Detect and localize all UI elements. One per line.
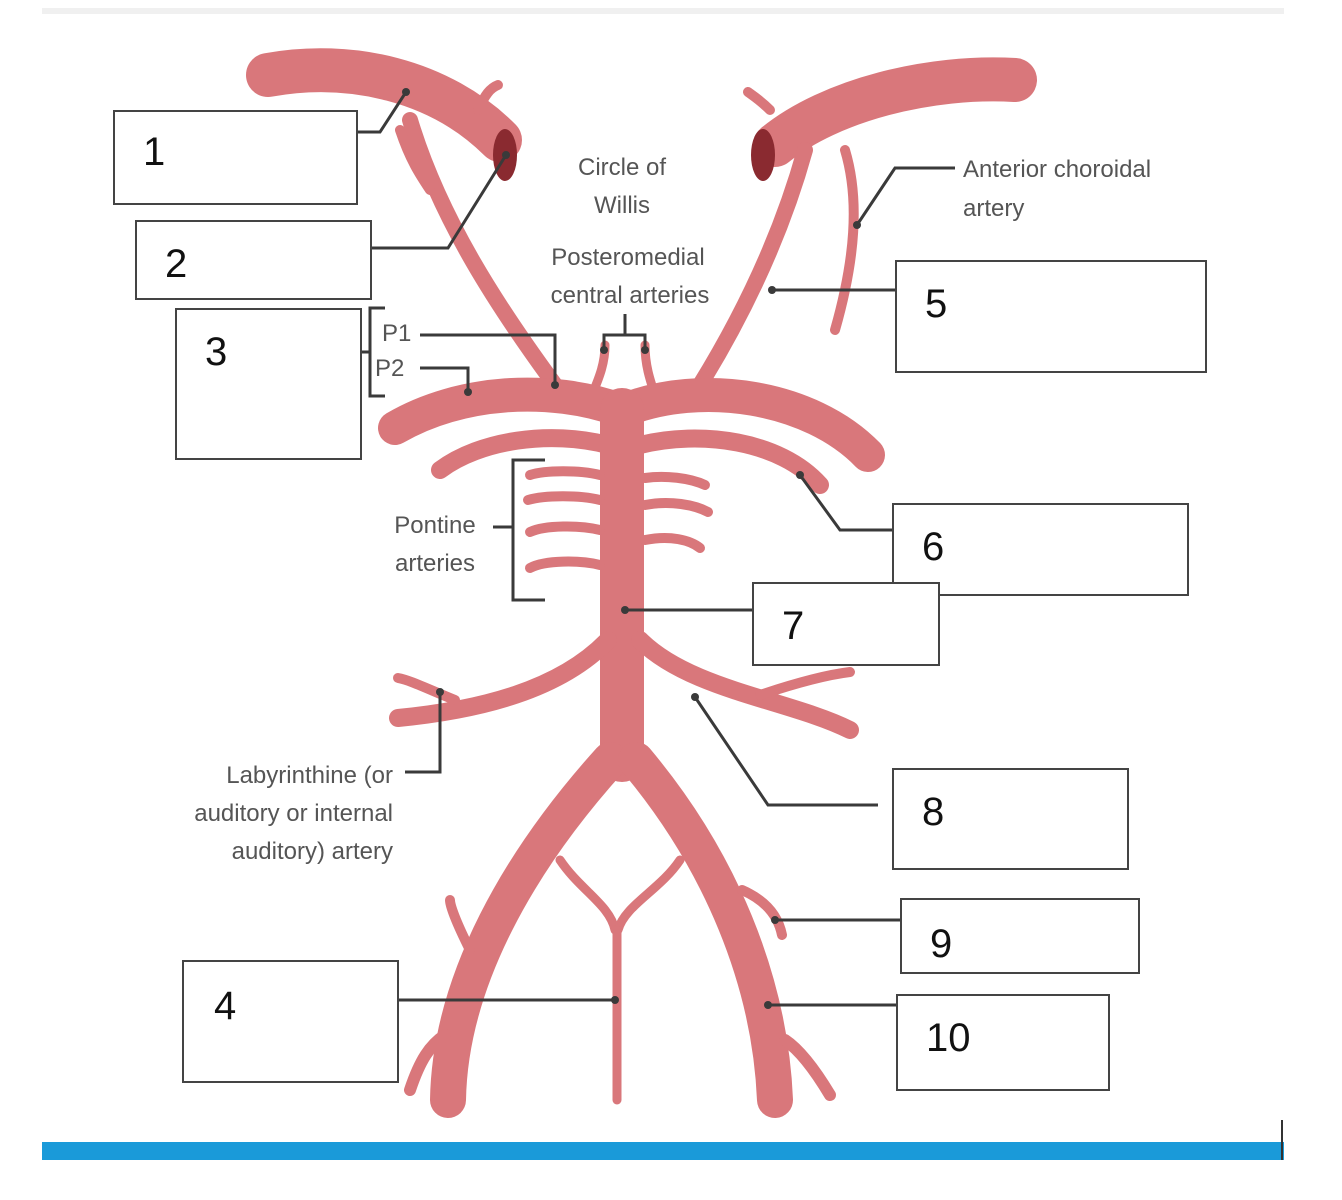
leader-p2-dot	[464, 388, 472, 396]
bottom-accent-bar	[42, 1142, 1284, 1160]
box-number: 5	[925, 282, 948, 326]
leader-8-dot	[691, 693, 699, 701]
right-internal-carotid	[753, 57, 1037, 167]
left-labyrinthine-branch	[393, 673, 460, 705]
leader-6-dot	[796, 471, 804, 479]
answer-box-6[interactable]: 6	[892, 503, 1189, 596]
right-posterior-cerebral	[608, 378, 885, 472]
leader-p1-dot	[551, 381, 559, 389]
leader-1-dot	[402, 88, 410, 96]
leader-6	[798, 474, 892, 532]
label-anterior-choroidal-1: Anterior choroidal	[963, 156, 1151, 183]
label-circle-of-willis-2: Willis	[594, 192, 650, 219]
leader-labyrinthine-dot	[436, 688, 444, 696]
anterior-choroidal-artery	[830, 145, 859, 335]
answer-box-4[interactable]: 4	[182, 960, 399, 1083]
label-labyrinthine-1: Labyrinthine (or	[226, 762, 393, 789]
leader-10-dot	[764, 1001, 772, 1009]
pontine-left-1	[525, 466, 605, 480]
top-divider	[42, 8, 1284, 14]
label-anterior-choroidal-2: artery	[963, 195, 1024, 222]
pontine-right-3	[640, 533, 705, 553]
leader-8	[693, 696, 878, 807]
label-posteromedial-1: Posteromedial	[551, 244, 704, 271]
leader-9-dot	[771, 916, 779, 924]
leader-posteromedial	[602, 333, 647, 350]
pontine-right-2	[640, 498, 713, 517]
right-carotid-twig	[743, 87, 775, 115]
label-pontine-2: arteries	[395, 550, 475, 577]
leader-anterior-choroidal	[855, 166, 955, 226]
leader-labyrinthine	[405, 692, 442, 774]
anterior-spinal-right	[613, 855, 685, 935]
label-labyrinthine-2: auditory or internal	[194, 800, 393, 827]
right-posterior-inferior-cerebellar	[737, 885, 787, 940]
left-posterior-cerebral	[378, 377, 637, 445]
box-number: 2	[165, 242, 188, 286]
box-number: 10	[926, 1016, 971, 1060]
left-internal-carotid	[246, 48, 522, 162]
leader-pontine-bracket	[511, 458, 545, 602]
answer-box-9[interactable]: 9	[900, 898, 1140, 974]
leader-7-dot	[621, 606, 629, 614]
box-number: 9	[930, 922, 953, 966]
right-posterior-communicating	[692, 142, 813, 393]
text-labels: Circle of Willis Posteromedial central a…	[194, 154, 1151, 865]
pontine-left-3	[525, 521, 605, 537]
answer-box-7[interactable]: 7	[752, 582, 940, 666]
box-number: 7	[782, 604, 805, 648]
pontine-left-2	[523, 491, 605, 505]
label-p2: P2	[375, 355, 404, 382]
leader-lines	[358, 88, 955, 1009]
box-number: 3	[205, 330, 228, 374]
box-number: 1	[143, 130, 166, 174]
leader-2	[372, 154, 508, 250]
right-vertebral-artery	[618, 742, 793, 1118]
box-number: 6	[922, 525, 945, 569]
left-posterior-spinal	[445, 895, 475, 955]
leader-1	[358, 91, 408, 134]
answer-box-10[interactable]: 10	[896, 994, 1110, 1091]
left-small-branch	[395, 125, 435, 195]
box-number: 8	[922, 790, 945, 834]
right-superior-cerebellar	[631, 429, 829, 494]
leader-5-dot	[768, 286, 776, 294]
label-p1: P1	[382, 320, 411, 347]
right-aica-branch	[755, 667, 855, 700]
left-lower-branch	[404, 1029, 451, 1096]
leader-p1	[420, 333, 557, 385]
leader-posteromedial-dot-l	[600, 346, 608, 354]
box-number: 4	[214, 984, 237, 1028]
answer-box-2[interactable]: 2	[135, 220, 372, 300]
answer-box-5[interactable]: 5	[895, 260, 1207, 373]
anterior-spinal-left	[555, 855, 620, 935]
label-posteromedial-2: central arteries	[551, 282, 710, 309]
leader-posteromedial-dot-r	[641, 346, 649, 354]
right-carotid-lumen	[751, 129, 775, 181]
left-anterior-inferior-cerebellar	[389, 631, 617, 727]
label-labyrinthine-3: auditory) artery	[232, 838, 393, 865]
answer-box-8[interactable]: 8	[892, 768, 1129, 870]
leader-p2	[420, 366, 470, 392]
leader-2-dot	[502, 151, 510, 159]
leader-anterior-choroidal-dot	[853, 221, 861, 229]
artery-shapes	[246, 48, 1037, 1118]
label-circle-of-willis-1: Circle of	[578, 154, 666, 181]
right-lower-branch	[779, 1034, 836, 1101]
left-posterior-communicating	[402, 112, 563, 393]
left-vertebral-artery	[430, 742, 628, 1118]
bottom-bar-tick	[1281, 1120, 1283, 1160]
left-carotid-twig	[473, 80, 503, 115]
pontine-left-4	[525, 556, 605, 573]
leader-4-dot	[611, 996, 619, 1004]
label-pontine-1: Pontine	[394, 512, 475, 539]
answer-box-3[interactable]: 3	[175, 308, 362, 460]
answer-box-1[interactable]: 1	[113, 110, 358, 205]
right-anterior-inferior-cerebellar	[631, 631, 859, 739]
pontine-right-1	[640, 471, 710, 490]
left-superior-cerebellar	[431, 429, 617, 479]
